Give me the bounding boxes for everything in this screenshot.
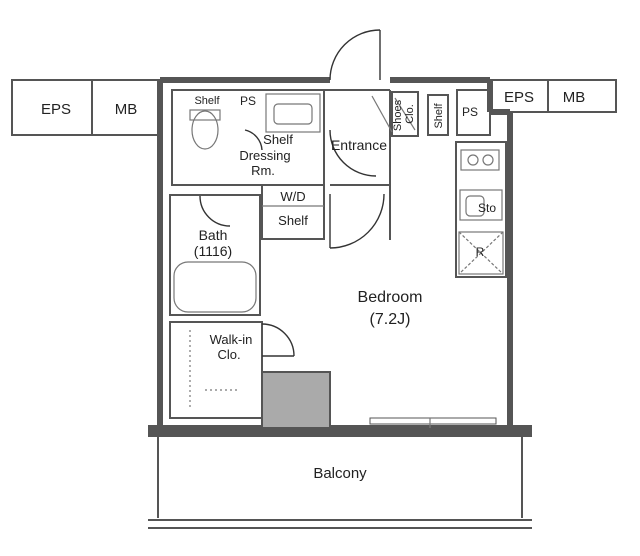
bedroom-door[interactable] bbox=[329, 193, 385, 249]
vanity-sink-fixture bbox=[265, 93, 321, 133]
kitchen-sink-fixture bbox=[459, 189, 503, 221]
label-refrigerator: R bbox=[476, 245, 485, 259]
label-bedroom: Bedroom bbox=[358, 289, 423, 306]
label-balcony: Balcony bbox=[313, 465, 367, 482]
label-entrance: Entrance bbox=[331, 137, 387, 153]
label-eps-left: EPS bbox=[41, 101, 71, 118]
refrigerator-space bbox=[458, 231, 504, 275]
toilet-fixture bbox=[189, 109, 221, 150]
label-ps-left: PS bbox=[240, 94, 256, 108]
label-shoes-clo: Shoes Clo. bbox=[392, 97, 416, 131]
label-eps-right: EPS bbox=[504, 89, 534, 106]
bath-door[interactable] bbox=[199, 195, 231, 227]
label-mb-right: MB bbox=[563, 89, 586, 106]
entry-door[interactable] bbox=[329, 29, 381, 81]
label-dressing-rm: Rm. bbox=[251, 163, 275, 178]
balcony-boundary bbox=[148, 417, 532, 529]
label-walkin: Walk-in bbox=[210, 332, 253, 347]
label-shelf-entrance: Shelf bbox=[433, 103, 445, 129]
label-shoes-clo-line2: Clo. bbox=[404, 104, 416, 124]
interior-partitions bbox=[169, 89, 507, 419]
structural-column bbox=[261, 371, 331, 429]
shoes-closet-hatch bbox=[371, 95, 416, 133]
label-bath: Bath bbox=[199, 227, 228, 243]
label-shelf-wd: Shelf bbox=[278, 213, 308, 228]
label-bedroom-size: (7.2J) bbox=[370, 311, 411, 328]
label-mb-left: MB bbox=[115, 101, 138, 118]
label-sto: Sto bbox=[478, 201, 496, 215]
closet-rail bbox=[189, 330, 240, 410]
dressing-door[interactable] bbox=[244, 129, 263, 151]
unit-outer-walls bbox=[157, 77, 513, 430]
label-shoes: Shoes bbox=[392, 99, 404, 131]
label-wd: W/D bbox=[280, 189, 305, 204]
label-bath-size: (1116) bbox=[194, 243, 232, 259]
bathtub-fixture bbox=[173, 261, 257, 313]
label-ps-right: PS bbox=[462, 105, 478, 119]
stove-fixture bbox=[460, 149, 500, 171]
left-shaft-block bbox=[11, 79, 161, 136]
label-walkin-clo: Clo. bbox=[217, 347, 240, 362]
label-shelf-top: Shelf bbox=[194, 95, 220, 107]
entrance-inner-door[interactable] bbox=[329, 129, 377, 177]
label-dressing: Dressing bbox=[239, 148, 290, 163]
closet-door[interactable] bbox=[261, 323, 295, 357]
label-shelf-dressing: Shelf bbox=[263, 132, 293, 147]
